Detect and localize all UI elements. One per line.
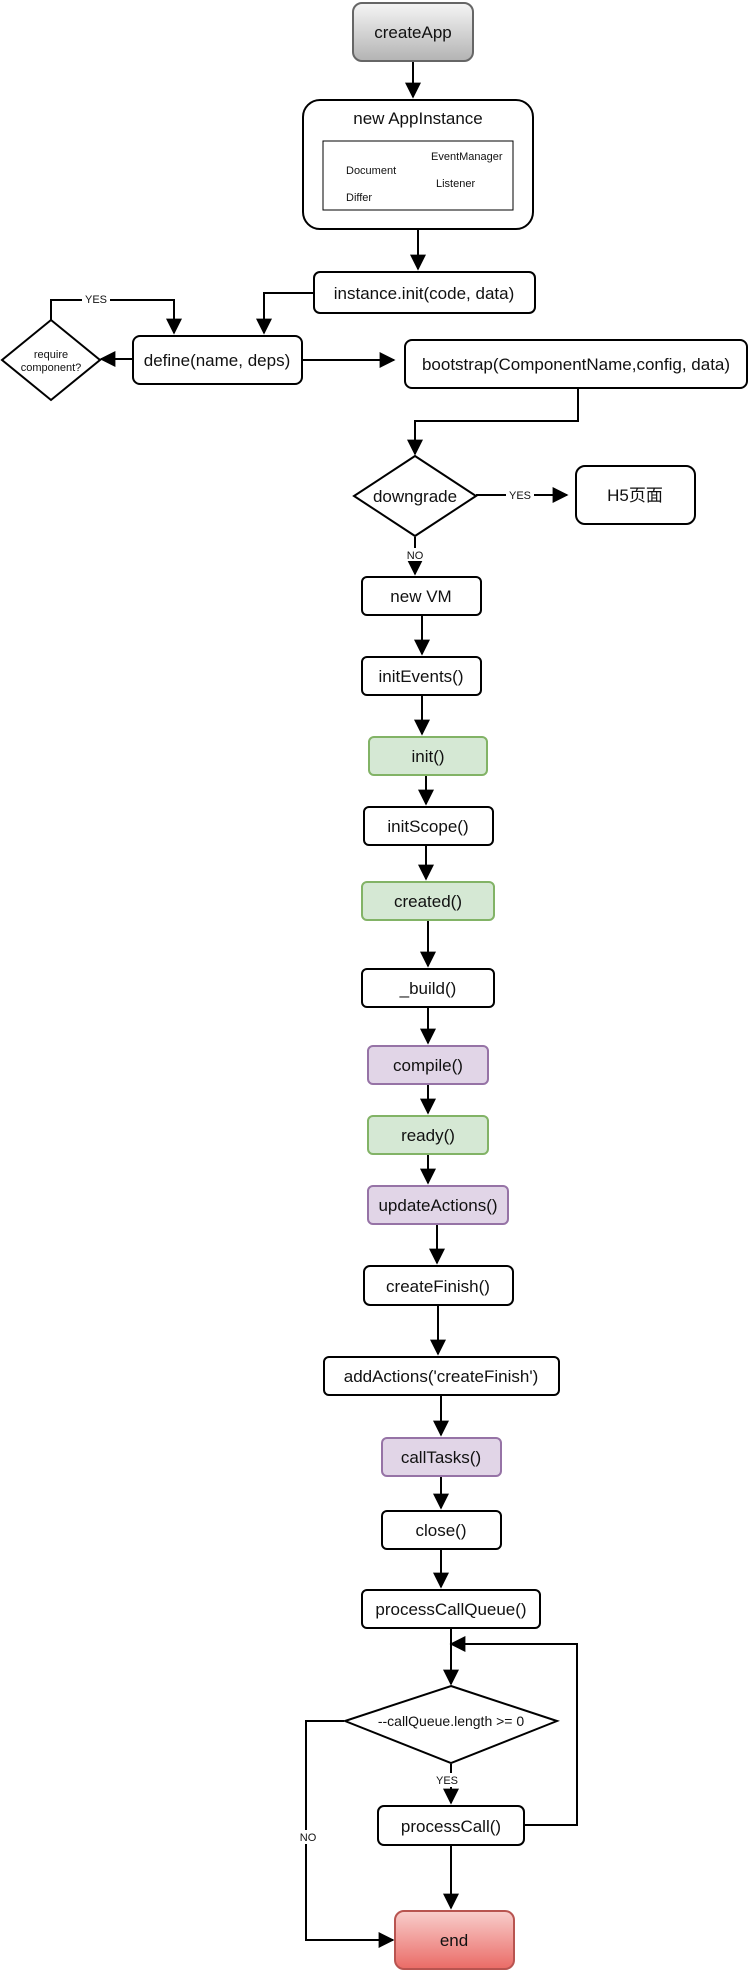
node-define: define(name, deps) [132, 335, 303, 385]
node-call-queue-check: --callQueue.length >= 0 [342, 1684, 560, 1765]
app-instance-differ: Differ [346, 192, 372, 204]
node-downgrade: downgrade [352, 454, 478, 538]
edge-label-queue-no: NO [300, 1832, 317, 1844]
edge-bootstrap-to-downgrade [407, 388, 579, 456]
node-ready: ready() [367, 1115, 489, 1155]
node-h5-page-label: H5页面 [607, 486, 663, 505]
edge-init-to-define [256, 292, 313, 335]
node-end: end [394, 1910, 515, 1970]
node-require-component-line2: component? [21, 362, 82, 374]
node-created-label: created() [394, 892, 462, 911]
node-require-component-line1: require [34, 349, 68, 361]
node-create-finish: createFinish() [363, 1265, 514, 1306]
node-init-events: initEvents() [361, 656, 482, 696]
edge-label-require-yes: YES [85, 294, 107, 306]
node-init-events-label: initEvents() [378, 667, 463, 686]
node-bootstrap: bootstrap(ComponentName,config, data) [404, 339, 748, 389]
edge-label-bg [402, 548, 428, 561]
node-init-scope: initScope() [363, 806, 494, 846]
app-instance-inner-box [322, 140, 514, 211]
node-call-tasks: callTasks() [381, 1437, 502, 1477]
node-require-component: require component? [0, 318, 102, 402]
edge-label-downgrade-yes: YES [509, 490, 531, 502]
node-call-queue-check-label: --callQueue.length >= 0 [378, 1713, 525, 1729]
node-init-scope-label: initScope() [387, 817, 468, 836]
node-end-label: end [440, 1931, 468, 1950]
node-bootstrap-label: bootstrap(ComponentName,config, data) [422, 355, 730, 374]
node-new-vm-label: new VM [390, 587, 451, 606]
app-instance-listener: Listener [436, 178, 475, 190]
node-instance-init: instance.init(code, data) [313, 271, 536, 314]
app-instance-event-manager: EventManager [431, 151, 503, 163]
node-compile: compile() [367, 1045, 489, 1085]
edge-label-bg [506, 489, 534, 502]
node-createapp: createApp [352, 2, 474, 62]
node-add-actions: addActions('createFinish') [323, 1356, 560, 1396]
edge-labels: YES YES NO YES NO [82, 293, 534, 1844]
node-init-label: init() [411, 747, 444, 766]
node-build-label: _build() [399, 979, 457, 998]
node-app-instance: new AppInstance EventManager Document Li… [302, 99, 534, 230]
edge-require-yes-to-define [50, 299, 182, 335]
node-instance-init-label: instance.init(code, data) [334, 284, 515, 303]
node-close: close() [381, 1510, 502, 1550]
app-instance-document: Document [346, 165, 396, 177]
node-ready-label: ready() [401, 1126, 455, 1145]
node-createapp-label: createApp [374, 23, 452, 42]
edge-label-queue-yes: YES [436, 1775, 458, 1787]
node-app-instance-title: new AppInstance [353, 109, 482, 128]
node-update-actions-label: updateActions() [378, 1196, 497, 1215]
node-call-tasks-label: callTasks() [401, 1448, 481, 1467]
node-h5-page: H5页面 [575, 465, 696, 525]
node-close-label: close() [415, 1521, 466, 1540]
node-define-label: define(name, deps) [144, 351, 290, 370]
node-init: init() [368, 736, 488, 776]
node-new-vm: new VM [361, 576, 482, 616]
node-process-call: processCall() [377, 1805, 525, 1846]
node-downgrade-label: downgrade [373, 487, 457, 506]
node-process-call-queue-label: processCallQueue() [375, 1600, 526, 1619]
node-build: _build() [361, 968, 495, 1008]
node-create-finish-label: createFinish() [386, 1277, 490, 1296]
node-compile-label: compile() [393, 1056, 463, 1075]
edge-label-downgrade-no: NO [407, 550, 424, 562]
node-process-call-queue: processCallQueue() [361, 1589, 541, 1629]
edge-label-bg [293, 1830, 321, 1844]
node-process-call-label: processCall() [401, 1817, 501, 1836]
edge-processcall-loop-back [449, 1636, 578, 1826]
edge-label-bg [82, 293, 110, 306]
node-update-actions: updateActions() [367, 1185, 509, 1225]
node-created: created() [361, 881, 495, 921]
edge-label-bg [433, 1773, 469, 1787]
node-add-actions-label: addActions('createFinish') [344, 1367, 539, 1386]
